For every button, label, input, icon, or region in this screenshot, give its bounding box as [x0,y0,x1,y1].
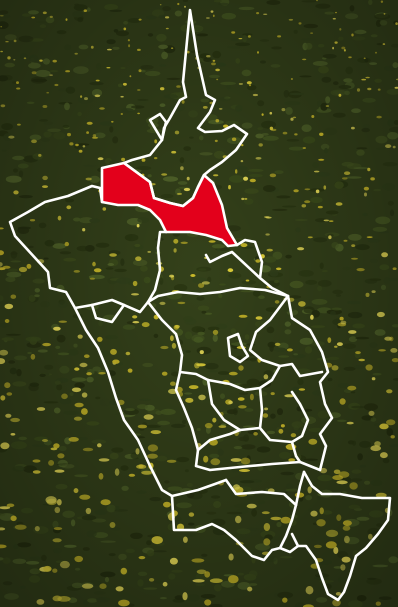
district-north[interactable] [122,8,249,208]
central-inner-east [248,294,290,368]
central-upper-divider [204,250,262,280]
district-south-east[interactable] [296,470,392,602]
district-boundaries [8,8,392,602]
district-western-strip[interactable] [73,306,228,498]
western-strip-inner [90,303,126,324]
district-south-central[interactable] [174,370,322,472]
south-central-divider-a [206,378,262,432]
district-east[interactable] [235,238,334,472]
south-central-divider-c [196,428,242,452]
central-small-parcel [226,332,250,364]
south-small-parcel [278,532,300,554]
north-notch [148,112,168,142]
district-central-upper[interactable] [146,286,290,304]
district-west[interactable] [8,184,168,314]
district-central[interactable] [146,300,324,392]
south-divider [224,478,298,507]
district-south[interactable] [170,470,306,562]
south-central-divider-d [290,440,302,464]
